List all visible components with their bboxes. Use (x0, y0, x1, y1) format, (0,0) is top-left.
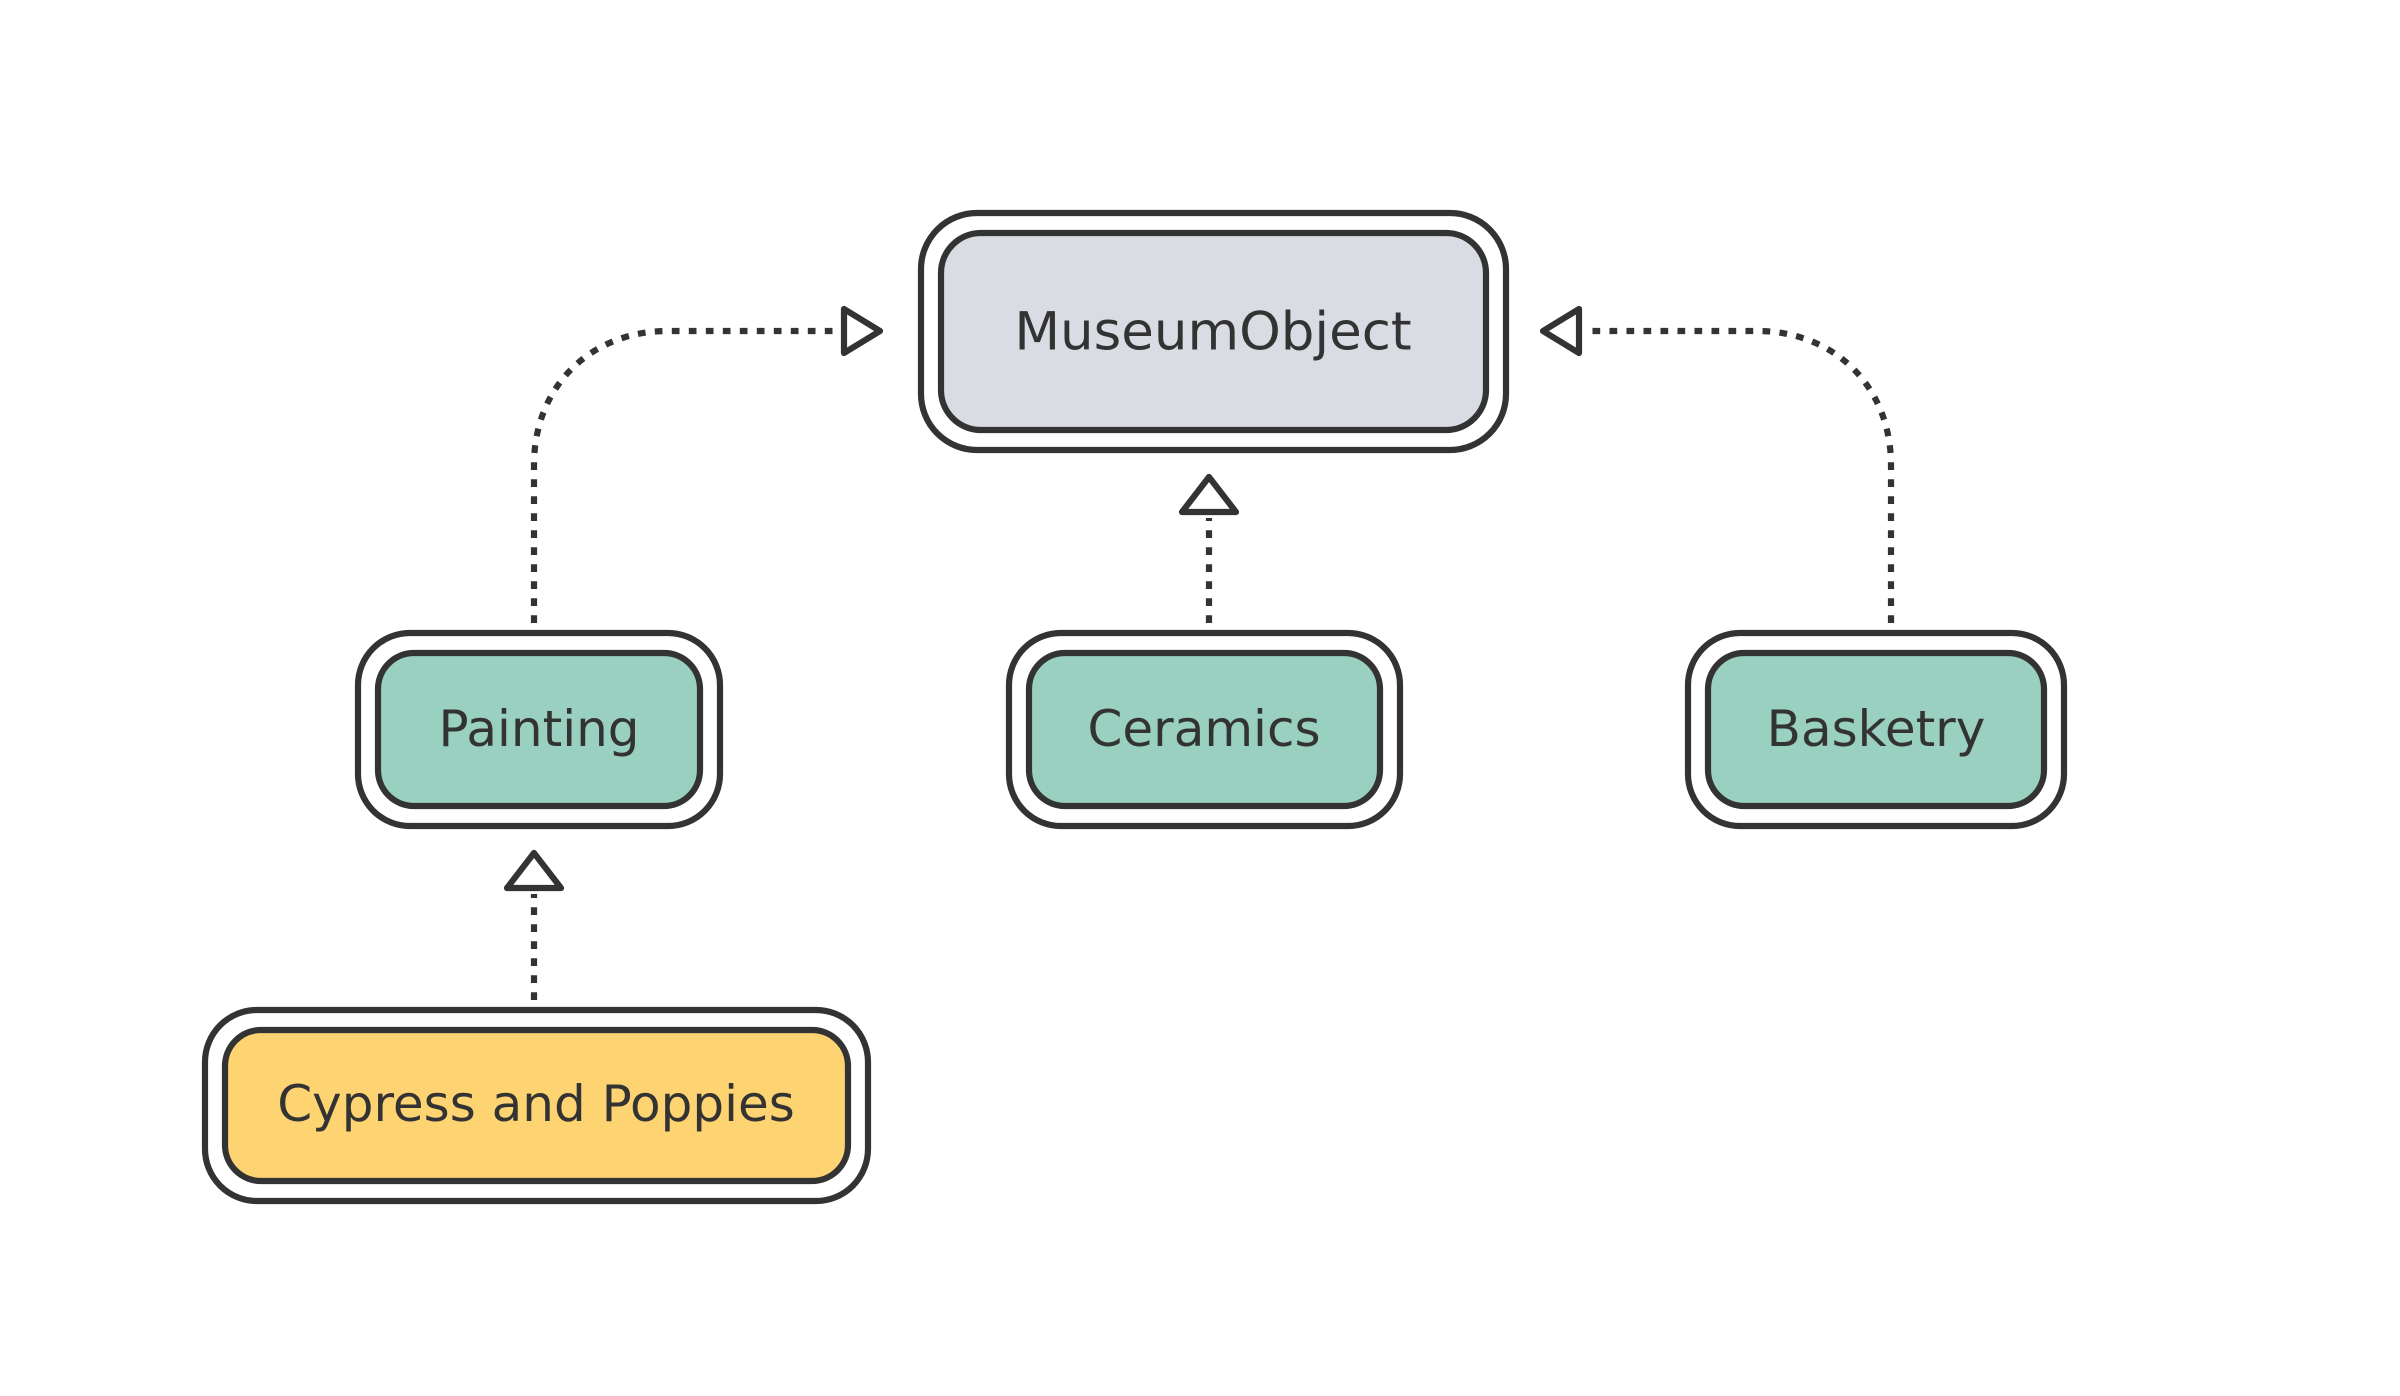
node-ceramics[interactable]: Ceramics (1005, 629, 1404, 830)
node-label: MuseumObject (1014, 302, 1411, 363)
edge-line (1585, 327, 1895, 623)
nodes: MuseumObject Painting Ceramics Basketry … (201, 209, 2068, 1205)
node-label: Basketry (1767, 700, 1986, 758)
edge-line (530, 327, 838, 623)
edges (503, 305, 1895, 1000)
node-label: Cypress and Poppies (277, 1075, 795, 1133)
node-label: Ceramics (1087, 700, 1320, 758)
hollow-arrowhead-icon (1539, 305, 1583, 357)
node-box (1025, 649, 1384, 810)
node-box (221, 1026, 852, 1185)
node-cypress-and-poppies[interactable]: Cypress and Poppies (201, 1006, 872, 1205)
hollow-arrowhead-icon (840, 305, 884, 357)
node-box (937, 229, 1490, 434)
edge-cypress-to-painting (503, 849, 565, 1000)
node-basketry[interactable]: Basketry (1684, 629, 2068, 830)
hollow-arrowhead-icon (503, 849, 565, 892)
hollow-arrowhead-icon (1178, 473, 1240, 516)
node-museumobject[interactable]: MuseumObject (917, 209, 1510, 454)
node-box (1704, 649, 2048, 810)
edge-ceramics-to-museumobject (1178, 473, 1240, 623)
node-painting[interactable]: Painting (354, 629, 724, 830)
edge-painting-to-museumobject (530, 305, 884, 623)
edge-basketry-to-museumobject (1539, 305, 1895, 623)
node-box (374, 649, 704, 810)
node-label: Painting (438, 700, 639, 758)
